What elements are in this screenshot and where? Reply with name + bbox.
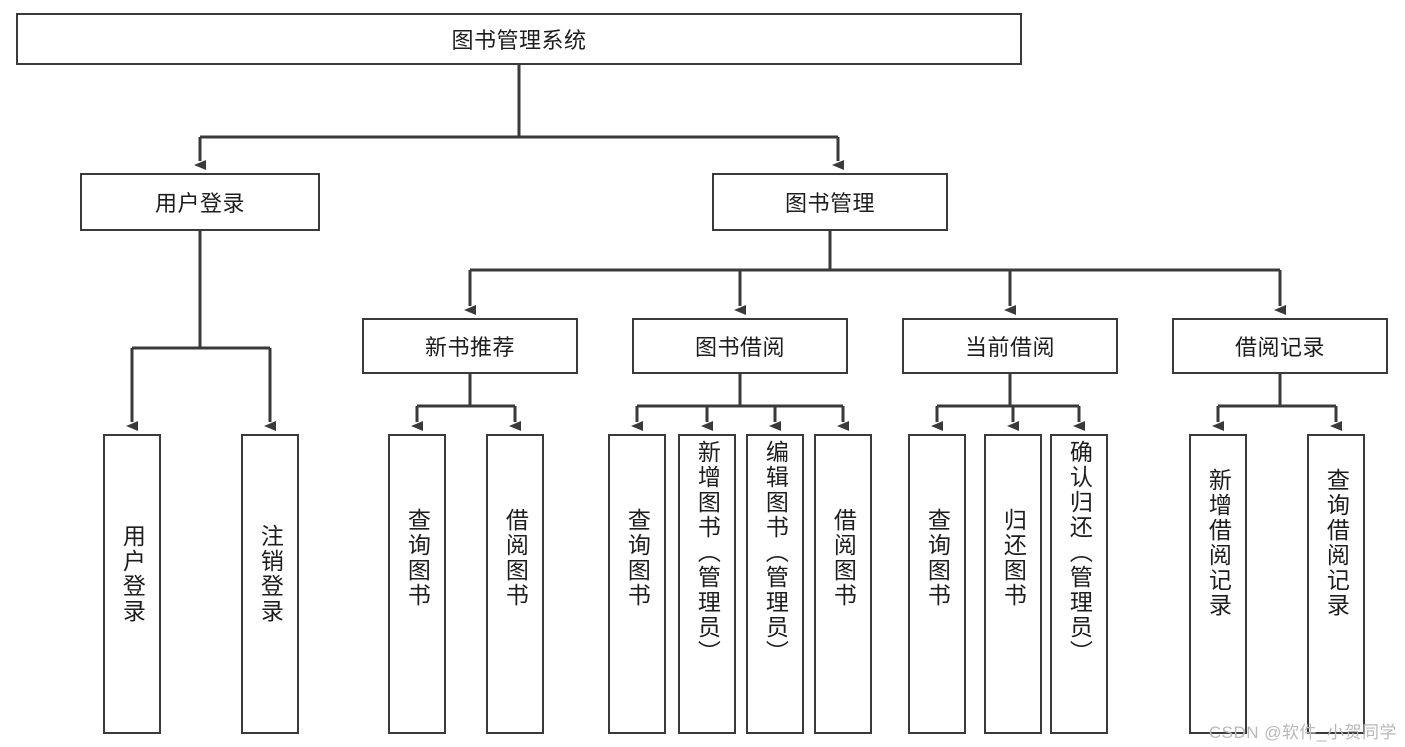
node-leaf-return-book-label: 归还图书 bbox=[1000, 508, 1027, 608]
node-root-label: 图书管理系统 bbox=[451, 28, 587, 53]
node-user-login[interactable]: 用户登录 bbox=[80, 173, 320, 231]
node-new-book-recommend-label: 新书推荐 bbox=[424, 335, 515, 360]
node-leaf-query-book-3[interactable]: 查询图书 bbox=[908, 434, 966, 734]
node-root[interactable]: 图书管理系统 bbox=[16, 13, 1022, 65]
node-leaf-confirm-return-label: 确认归还（管理员） bbox=[1066, 440, 1093, 665]
node-leaf-edit-book-label: 编辑图书（管理员） bbox=[762, 440, 789, 665]
node-leaf-user-login-label: 用户登录 bbox=[119, 524, 146, 624]
node-book-manage-label: 图书管理 bbox=[784, 191, 875, 216]
node-borrow-record[interactable]: 借阅记录 bbox=[1172, 318, 1388, 374]
node-new-book-recommend[interactable]: 新书推荐 bbox=[362, 318, 578, 374]
node-leaf-query-book-3-label: 查询图书 bbox=[924, 508, 951, 608]
node-leaf-edit-book[interactable]: 编辑图书（管理员） bbox=[746, 434, 804, 734]
watermark: CSDN @软件_小贺同学 bbox=[1208, 723, 1397, 742]
node-leaf-query-record-label: 查询借阅记录 bbox=[1323, 468, 1350, 618]
node-leaf-confirm-return[interactable]: 确认归还（管理员） bbox=[1050, 434, 1108, 734]
node-leaf-add-book[interactable]: 新增图书（管理员） bbox=[678, 434, 736, 734]
node-leaf-query-record[interactable]: 查询借阅记录 bbox=[1307, 434, 1365, 734]
node-leaf-borrow-book-1-label: 借阅图书 bbox=[502, 508, 529, 608]
node-leaf-query-book-1[interactable]: 查询图书 bbox=[388, 434, 446, 734]
node-book-borrow[interactable]: 图书借阅 bbox=[632, 318, 848, 374]
node-leaf-query-book-1-label: 查询图书 bbox=[404, 508, 431, 608]
node-book-borrow-label: 图书借阅 bbox=[694, 335, 785, 360]
node-leaf-borrow-book-2[interactable]: 借阅图书 bbox=[814, 434, 872, 734]
node-user-login-label: 用户登录 bbox=[154, 191, 245, 216]
node-leaf-add-record[interactable]: 新增借阅记录 bbox=[1189, 434, 1247, 734]
node-leaf-logout-login-label: 注销登录 bbox=[257, 524, 284, 624]
node-leaf-query-book-2-label: 查询图书 bbox=[624, 508, 651, 608]
node-leaf-add-book-label: 新增图书（管理员） bbox=[694, 440, 721, 665]
node-current-borrow[interactable]: 当前借阅 bbox=[902, 318, 1118, 374]
node-leaf-return-book[interactable]: 归还图书 bbox=[984, 434, 1042, 734]
node-leaf-query-book-2[interactable]: 查询图书 bbox=[608, 434, 666, 734]
node-leaf-user-login[interactable]: 用户登录 bbox=[103, 434, 161, 734]
node-leaf-borrow-book-1[interactable]: 借阅图书 bbox=[486, 434, 544, 734]
node-leaf-borrow-book-2-label: 借阅图书 bbox=[830, 508, 857, 608]
node-leaf-logout-login[interactable]: 注销登录 bbox=[241, 434, 299, 734]
node-borrow-record-label: 借阅记录 bbox=[1234, 335, 1325, 360]
node-leaf-add-record-label: 新增借阅记录 bbox=[1205, 468, 1232, 618]
node-current-borrow-label: 当前借阅 bbox=[964, 335, 1055, 360]
node-book-manage[interactable]: 图书管理 bbox=[712, 173, 948, 231]
